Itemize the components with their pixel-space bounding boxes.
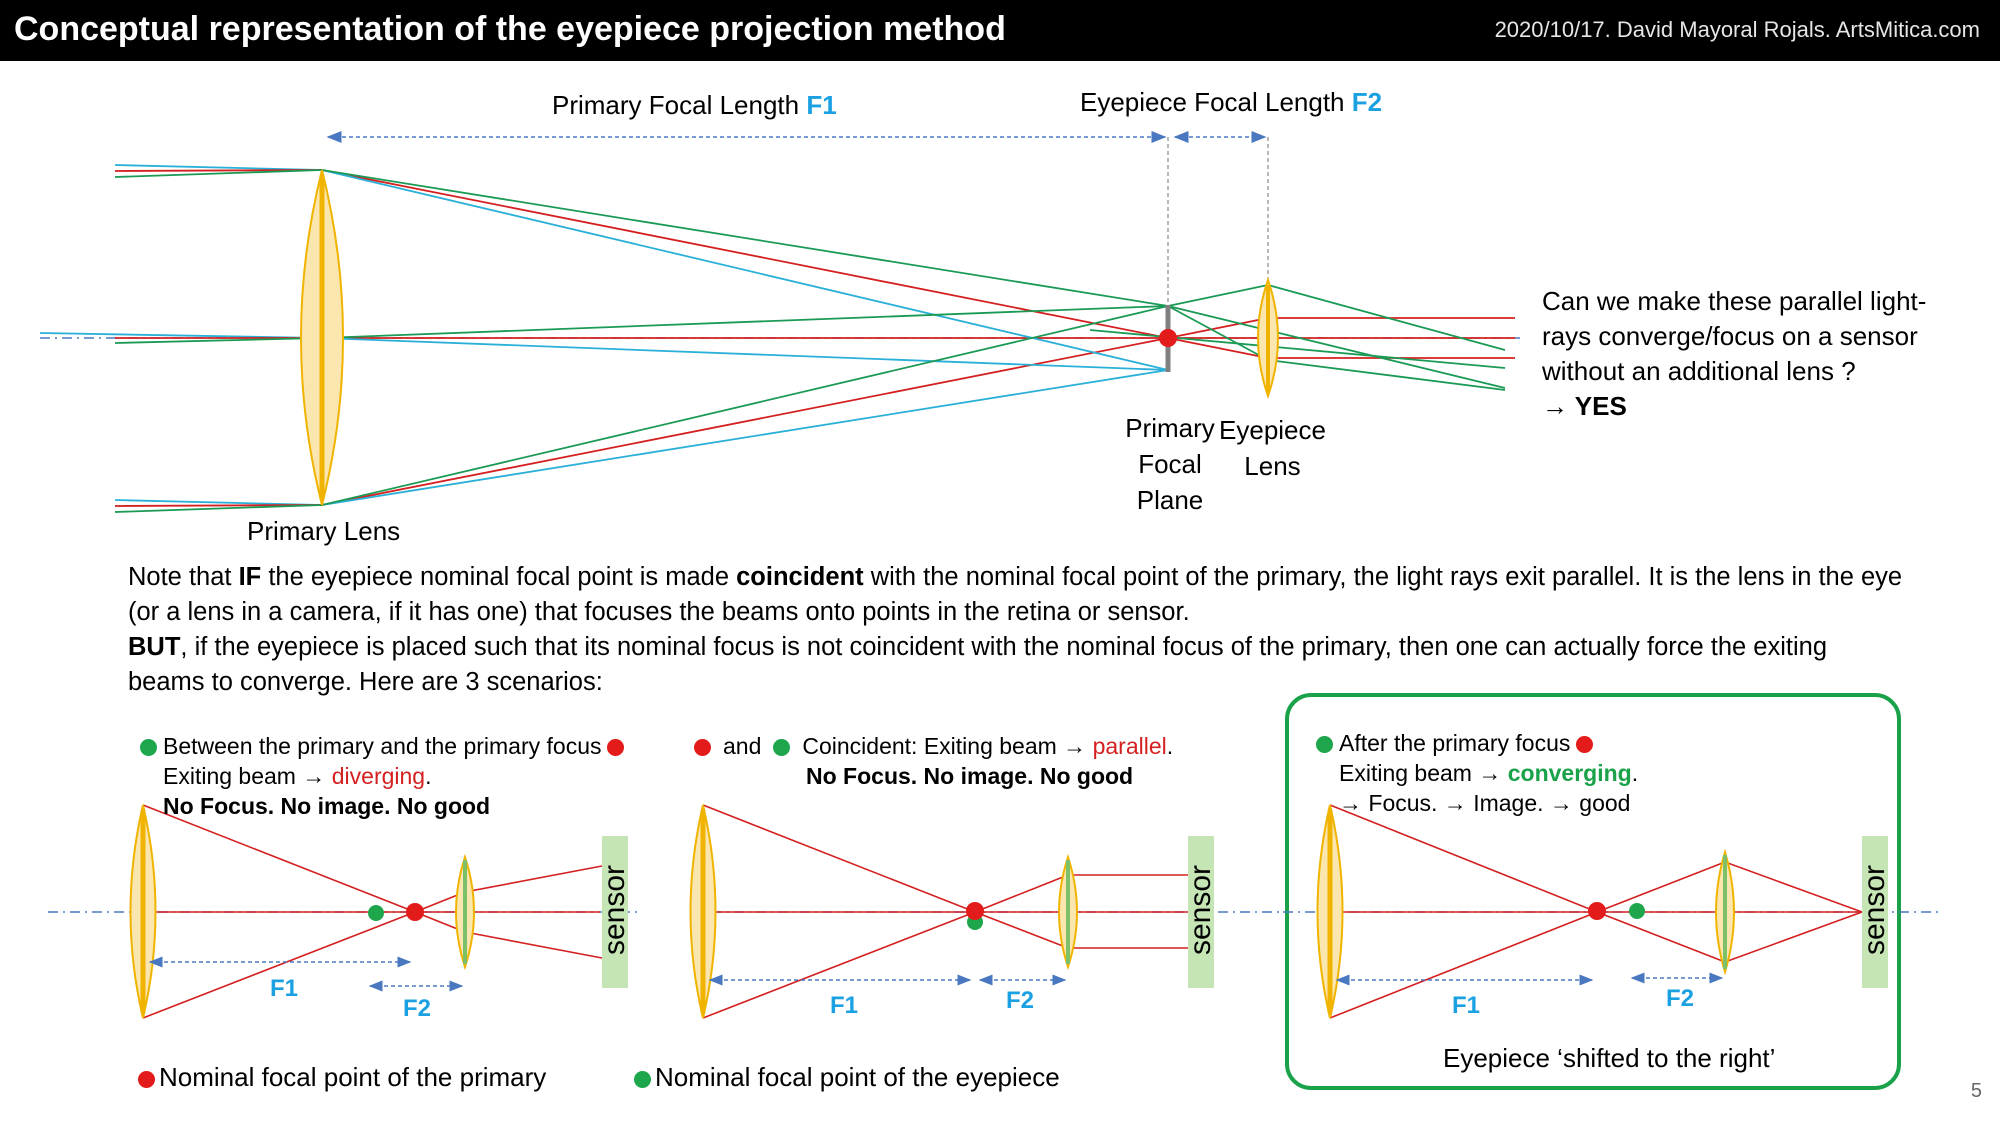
note-text: the eyepiece nominal focal point is made [261,563,737,591]
scenario-1-beam-label: Exiting beam → [163,763,332,789]
explanation-line-1: Note that IF the eyepiece nominal focal … [128,560,1908,630]
scenario-2-heading: Coincident: Exiting beam → [802,733,1093,759]
scenario-2-and: and [723,733,762,759]
f2-label: Eyepiece Focal Length F2 [1080,87,1382,118]
scenario-1-sensor-label: sensor [598,864,631,956]
scenario-1-f2-label: F2 [403,995,432,1022]
scenario-2-beam-suffix: . [1166,733,1174,759]
scenario-3-f2-label: F2 [1666,985,1695,1012]
legend-primary-focal-point: Nominal focal point of the primary [136,1062,546,1093]
scenario-3-drawing [1283,804,1940,1019]
scenario-3-heading: After the primary focus [1339,730,1571,756]
legend-primary-text: Nominal focal point of the primary [159,1062,547,1092]
scenario-1-beam-suffix: . [425,763,432,789]
scenario-2-f2-label: F2 [1006,987,1035,1014]
note-emphasis-if: IF [238,563,262,591]
green-dot-icon [1316,736,1333,754]
red-dot-icon [607,739,625,757]
scenario-3-beam-value: converging [1507,760,1632,786]
explanation-paragraph: Note that IF the eyepiece nominal focal … [128,560,1908,700]
eyepiece-label-line: Lens [1244,451,1301,481]
scenario-1-drawing [48,804,640,1019]
eyepiece-label-line: Eyepiece [1219,415,1326,445]
scenario-3-beam-label: Exiting beam → [1339,760,1508,786]
primary-focal-point [1159,329,1177,347]
scenario-1-f1-label: F1 [270,975,299,1002]
scenario-1-text: Between the primary and the primary focu… [134,731,630,821]
question-line: rays converge/focus on a sensor [1542,321,1918,351]
note-emphasis-but: BUT [128,633,181,661]
scenario-2-drawing [689,804,1280,1019]
scenario-1-verdict: No Focus. No image. No good [163,793,491,819]
page-number: 5 [1970,1080,1982,1102]
f1-label-text: Primary Focal Length [552,90,807,120]
focal-plane-label-line: Focal [1138,449,1202,479]
scenario-2-verdict: No Focus. No image. No good [806,763,1134,789]
scenario-3-sensor-label: sensor [1858,864,1891,956]
header-bar: Conceptual representation of the eyepiec… [0,0,2000,61]
scenario-3-f1-label: F1 [1452,992,1481,1019]
explanation-line-2: BUT, if the eyepiece is placed such that… [128,630,1908,700]
scenario-2-f1-label: F1 [830,992,859,1019]
note-emphasis-coincident: coincident [736,563,864,591]
f2-label-text: Eyepiece Focal Length [1080,87,1352,117]
focal-plane-label: Primary Focal Plane [1115,410,1225,518]
note-text: Note that [128,563,239,591]
scenario-3-text: After the primary focus Exiting beam → c… [1310,728,1638,818]
incoming-rays-top [39,164,323,513]
scenario-1-line-1: Between the primary and the primary focu… [134,731,630,761]
note-text: with the nominal focal point of the prim… [128,563,1903,626]
scenario-3-line-2: Exiting beam → converging. [1310,758,1638,788]
converging-rays [321,169,1515,506]
question-line: Can we make these parallel light- [1542,286,1927,316]
page-title: Conceptual representation of the eyepiec… [14,10,1006,48]
scenario-3-line-1: After the primary focus [1310,728,1638,758]
scenario-2-sensor-label: sensor [1184,864,1217,956]
focal-plane-label-line: Plane [1136,485,1204,515]
green-dot-icon [773,739,791,757]
f2-symbol: F2 [1351,87,1383,117]
legend-eyepiece-text: Nominal focal point of the eyepiece [655,1062,1060,1092]
scenario-3-caption: Eyepiece ‘shifted to the right’ [1443,1043,1776,1073]
red-dot-icon [1576,736,1594,754]
scenario-3-verdict: → Focus. → Image. → good [1339,790,1631,816]
green-dot-icon [140,739,157,757]
scenario-3-beam-suffix: . [1631,760,1639,786]
header-meta: 2020/10/17. David Mayoral Rojals. ArtsMi… [1494,17,1980,42]
f1-label: Primary Focal Length F1 [552,90,837,121]
eyepiece-lens-label: Eyepiece Lens [1215,412,1330,484]
note-text: , if the eyepiece is placed such that it… [128,633,1828,696]
red-dot-icon [694,739,711,757]
scenario-2-beam-value: parallel [1092,733,1167,759]
question-text: Can we make these parallel light- rays c… [1542,284,1926,424]
answer-yes: → YES [1542,391,1627,421]
question-line: without an additional lens ? [1542,356,1856,386]
focal-plane-label-line: Primary [1125,413,1215,443]
scenario-3-highlight-box [1285,693,1901,1090]
eyepiece-lens [1257,276,1279,400]
scenario-1-beam-value: diverging [331,763,426,789]
green-dot-icon [634,1070,651,1088]
primary-lens [300,169,344,506]
red-dot-icon [138,1070,155,1088]
scenario-1-heading: Between the primary and the primary focu… [163,733,602,759]
scenario-1-line-2: Exiting beam → diverging. [134,761,630,791]
scenario-2-line-1: and Coincident: Exiting beam → parallel. [688,731,1173,761]
f1-symbol: F1 [806,90,837,120]
primary-lens-label: Primary Lens [247,516,401,546]
legend-eyepiece-focal-point: Nominal focal point of the eyepiece [632,1062,1060,1093]
